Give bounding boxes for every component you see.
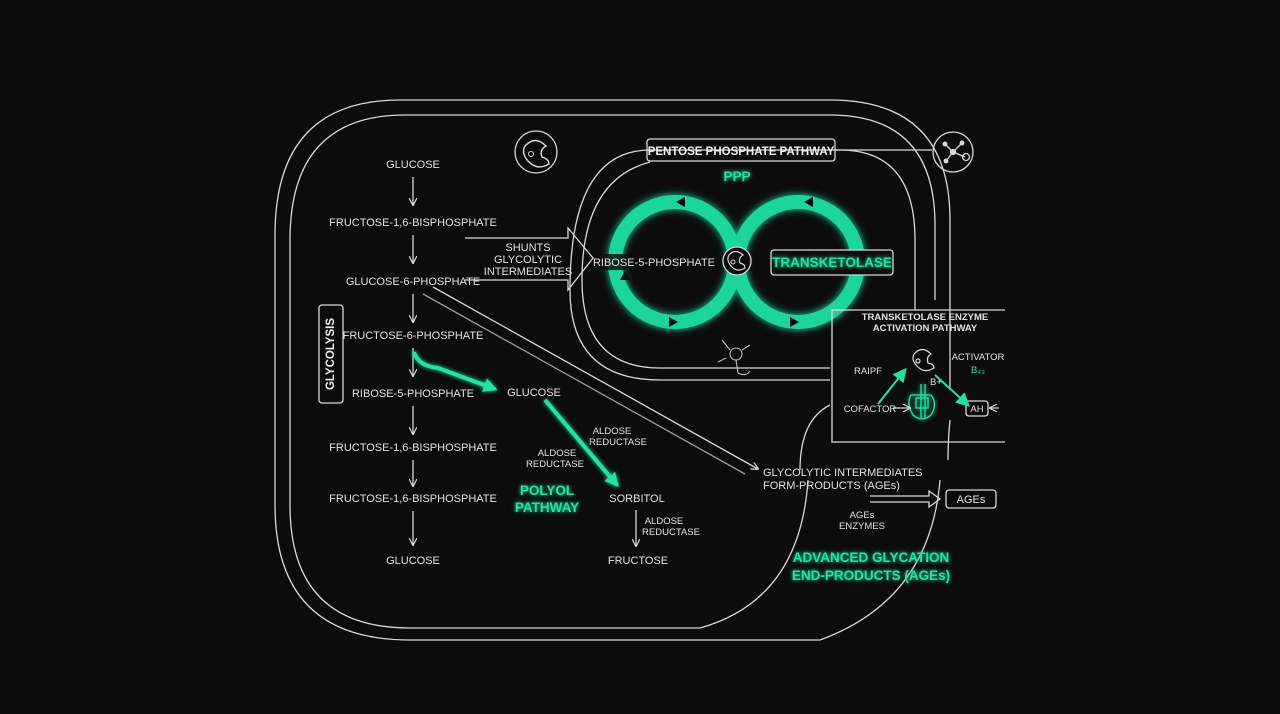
ppp-header: PENTOSE PHOSPHATE PATHWAY [648,146,835,158]
glycolysis-step-5: RIBOSE-5-PHOSPHATE [352,388,474,400]
activation-b-plus: B+ [930,377,942,388]
ppp-abbr: PPP [723,169,750,184]
ages-intermediates-line2: FORM-PRODUCTS (AGEs) [763,480,900,492]
cell-outline-inner [289,114,936,629]
ages-enzymes-line2: ENZYMES [839,521,885,532]
activation-ah: AH [970,404,983,415]
polyol-aldose-left-1: ALDOSE [538,448,577,459]
polyol-title-line1: POLYOL [520,483,574,498]
polyol-aldose-lower-1: ALDOSE [645,516,684,527]
enzyme-icon [722,246,752,276]
glycolysis-title: GLYCOLYSIS [325,318,337,390]
polyol-aldose-right-2: REDUCTASE [589,437,647,448]
activation-arrows [877,367,999,408]
network-icon [932,131,974,173]
activation-cofactor: COFACTOR [844,404,897,415]
activation-activator: ACTIVATOR [952,352,1005,363]
ppp-ribose: RIBOSE-5-PHOSPHATE [593,257,715,269]
activation-raipf: RAIPF [854,366,882,377]
glycolysis-step-7: FRUCTOSE-1,6-BISPHOSPHATE [329,493,497,505]
polyol-sorbitol: SORBITOL [609,493,664,505]
ages-intermediates-line1: GLYCOLYTIC INTERMEDIATES [763,467,923,479]
polyol-aldose-right-1: ALDOSE [593,426,632,437]
molecule-icon [717,339,751,376]
glycolysis-step-2: FRUCTOSE-1,6-BISPHOSPHATE [329,217,497,229]
activation-ah-box [965,400,989,417]
polyol-arrows [412,351,619,488]
ppp-compartment-inner [581,161,830,369]
ages-box-label: AGEs [957,494,986,506]
shunt-arrow [465,226,594,292]
lower-arc [799,404,831,471]
activation-title-line1: TRANSKETOLASE ENZYME [862,312,989,323]
glycolysis-label-box [318,304,344,404]
ages-title-line1: ADVANCED GLYCATION [793,550,950,565]
polyol-fructose: FRUCTOSE [608,555,668,567]
shunt-label-line1: SHUNTS [505,242,550,254]
glycolysis-step-4: FRUCTOSE-6-PHOSPHATE [343,330,484,342]
glycolysis-step-8: GLUCOSE [386,555,440,567]
enzyme-icon-top [514,130,558,174]
shunt-label-line3: INTERMEDIATES [484,266,572,278]
glycolysis-step-3: GLUCOSE-6-PHOSPHATE [346,276,480,288]
activation-b-label: B₄₃ [971,365,985,376]
shunt-label-line2: GLYCOLYTIC [494,254,562,266]
activation-title-line2: ACTIVATION PATHWAY [873,323,978,334]
ages-arrows [422,286,758,475]
ages-title-line2: END-PRODUCTS (AGEs) [792,568,950,583]
cell-outline-outer [274,99,951,641]
activation-panel [831,309,1005,443]
ribose-label-bg [596,254,712,270]
polyol-glucose: GLUCOSE [507,387,561,399]
glycolysis-step-6: FRUCTOSE-1,6-BISPHOSPHATE [329,442,497,454]
activation-enzyme-icon [912,348,935,372]
polyol-aldose-lower-2: REDUCTASE [642,527,700,538]
polyol-aldose-left-2: REDUCTASE [526,459,584,470]
polyol-title-line2: PATHWAY [515,500,579,515]
ppp-enzyme: TRANSKETOLASE [772,255,892,270]
glycolysis-step-1: GLUCOSE [386,159,440,171]
ages-forward-arrow [870,489,942,509]
ages-enzymes-line1: AGEs [850,510,875,521]
transketolase-box [770,249,894,276]
ages-box [945,489,997,509]
activation-complex [908,384,936,420]
ring-direction-arrows [620,197,813,327]
